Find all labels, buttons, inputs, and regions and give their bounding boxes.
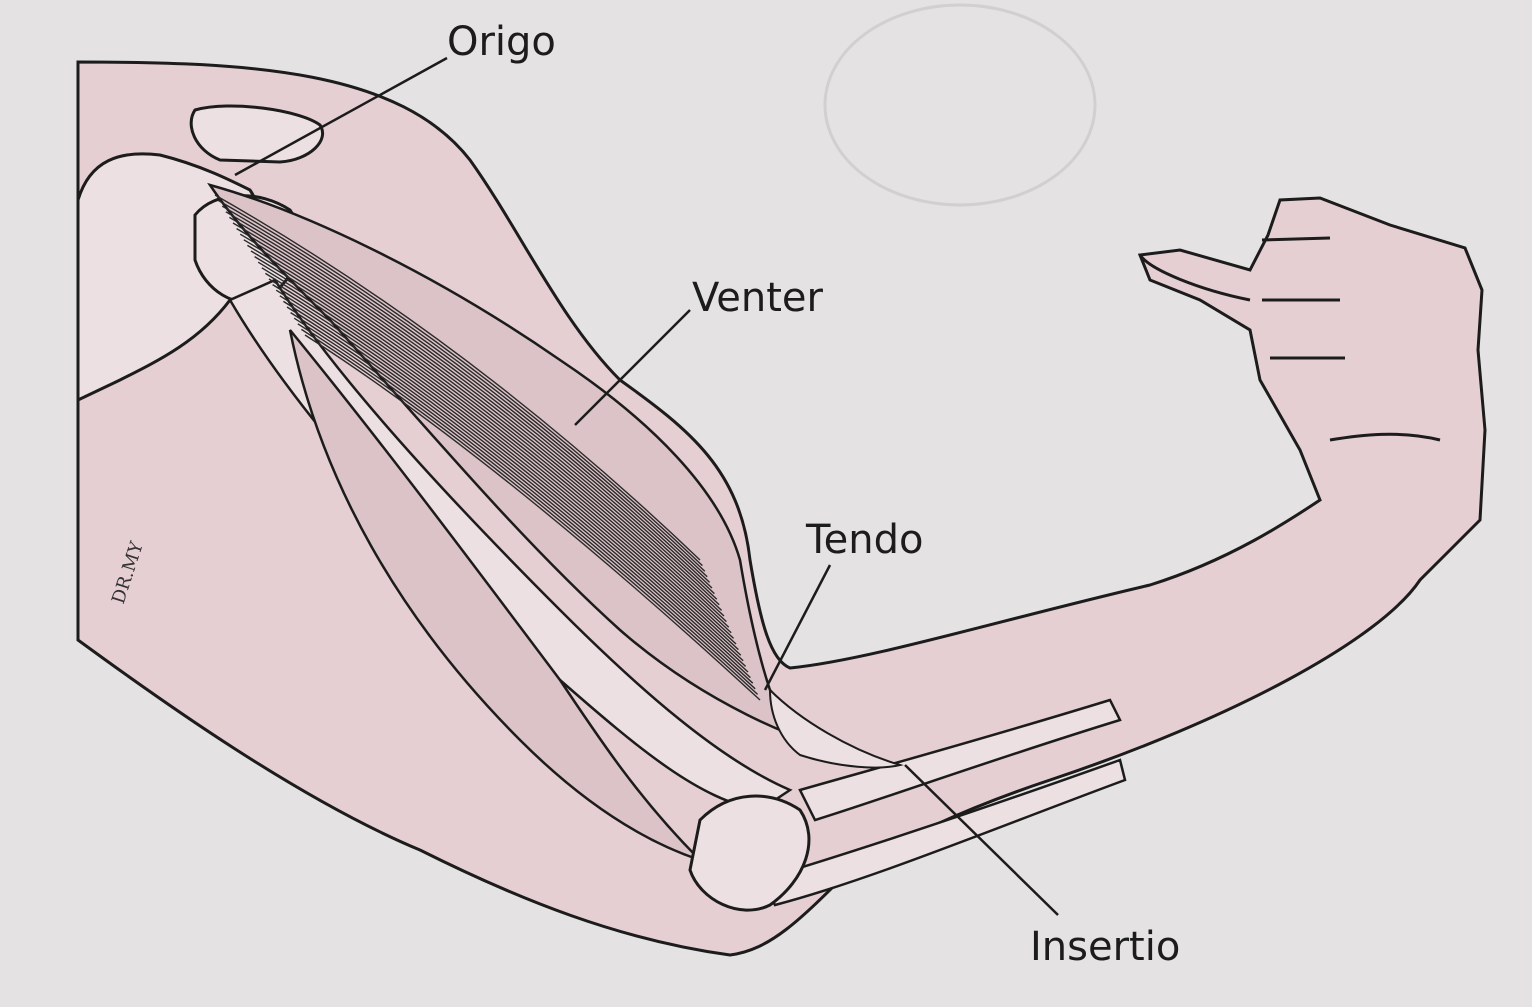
label-insertio: Insertio	[1030, 927, 1180, 967]
label-tendo: Tendo	[806, 520, 923, 560]
label-venter: Venter	[692, 278, 823, 318]
label-origo: Origo	[447, 22, 556, 62]
